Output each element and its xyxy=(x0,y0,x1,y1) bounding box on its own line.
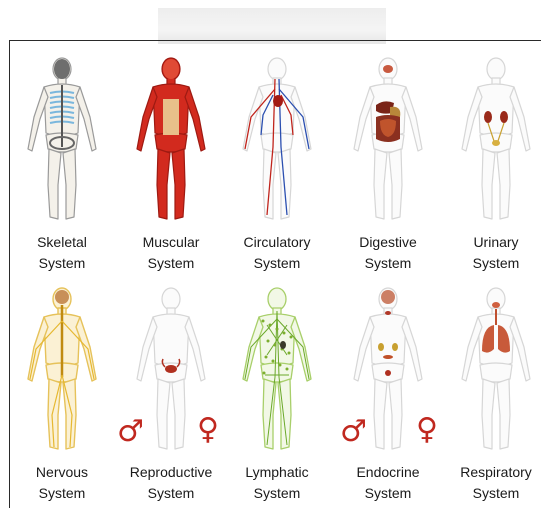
label-respiratory-system: Respiratory System xyxy=(436,462,543,504)
label-endocrine-system: Endocrine System xyxy=(328,462,448,504)
label-line1: Lymphatic xyxy=(217,462,337,483)
skeleton-figure-icon xyxy=(8,55,116,227)
label-line1: Skeletal xyxy=(2,232,122,253)
label-line1: Endocrine xyxy=(328,462,448,483)
male-symbol-icon: ♂ xyxy=(340,417,367,447)
male-symbol-icon: ♂ xyxy=(117,417,144,447)
label-line1: Urinary xyxy=(436,232,543,253)
label-line2: System xyxy=(2,253,122,274)
label-line2: System xyxy=(328,483,448,504)
label-line1: Circulatory xyxy=(217,232,337,253)
label-line2: System xyxy=(2,483,122,504)
label-line2: System xyxy=(217,483,337,504)
muscle-figure-icon xyxy=(117,55,225,227)
lymph-figure-icon xyxy=(223,285,331,457)
label-digestive-system: Digestive System xyxy=(328,232,448,274)
tape-strip xyxy=(158,8,386,44)
label-line1: Nervous xyxy=(2,462,122,483)
label-line1: Reproductive xyxy=(111,462,231,483)
label-line2: System xyxy=(436,253,543,274)
label-line2: System xyxy=(111,253,231,274)
nerves-figure-icon xyxy=(8,285,116,457)
label-reproductive-system: Reproductive System xyxy=(111,462,231,504)
label-urinary-system: Urinary System xyxy=(436,232,543,274)
label-circulatory-system: Circulatory System xyxy=(217,232,337,274)
label-line2: System xyxy=(217,253,337,274)
label-line1: Muscular xyxy=(111,232,231,253)
kidneys-figure-icon xyxy=(442,55,543,227)
label-line2: System xyxy=(436,483,543,504)
label-line1: Digestive xyxy=(328,232,448,253)
label-skeletal-system: Skeletal System xyxy=(2,232,122,274)
label-line1: Respiratory xyxy=(436,462,543,483)
female-symbol-icon: ♀ xyxy=(197,415,219,445)
label-nervous-system: Nervous System xyxy=(2,462,122,504)
label-line2: System xyxy=(328,253,448,274)
label-lymphatic-system: Lymphatic System xyxy=(217,462,337,504)
digestive-organs-figure-icon xyxy=(334,55,442,227)
label-muscular-system: Muscular System xyxy=(111,232,231,274)
blood-vessels-figure-icon xyxy=(223,55,331,227)
lungs-figure-icon xyxy=(442,285,543,457)
label-line2: System xyxy=(111,483,231,504)
female-symbol-icon: ♀ xyxy=(416,415,438,445)
